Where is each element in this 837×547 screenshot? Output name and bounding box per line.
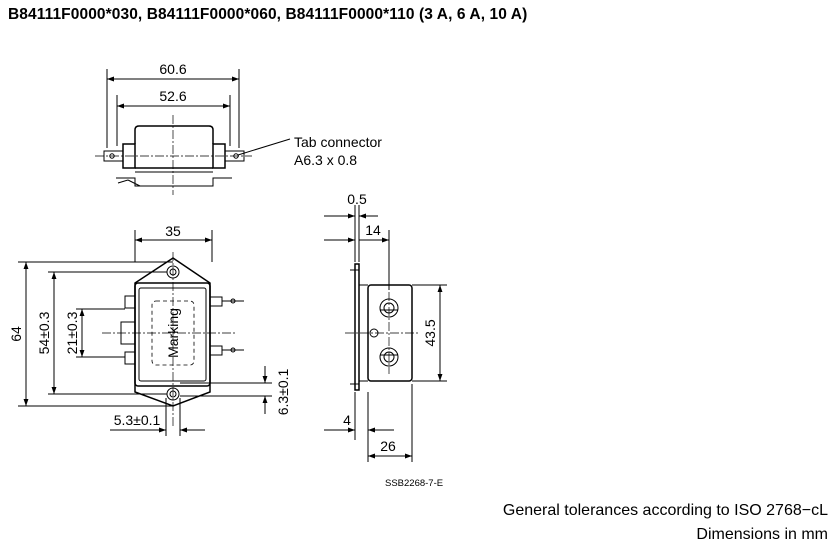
dim-60-6: 60.6 xyxy=(159,61,186,77)
dim-54: 54±0.3 xyxy=(36,311,52,354)
dim-43-5: 43.5 xyxy=(422,319,438,346)
dim-64: 64 xyxy=(8,326,24,342)
mounting-plate xyxy=(354,263,360,391)
dim-26: 26 xyxy=(380,438,396,454)
page-title: B84111F0000*030, B84111F0000*060, B84111… xyxy=(8,6,528,23)
tab-connector-label: Tab connector xyxy=(294,134,382,150)
units-note: Dimensions in mm xyxy=(696,526,828,543)
tolerance-note: General tolerances according to ISO 2768… xyxy=(502,502,828,519)
right-tab xyxy=(224,150,245,162)
top-view: 60.6 52.6 Tab connector A6.3 x 0.8 xyxy=(95,61,382,195)
dim-5-3: 5.3±0.1 xyxy=(114,412,161,428)
dim-6-3: 6.3±0.1 xyxy=(275,368,291,415)
dim-14: 14 xyxy=(365,222,381,238)
front-view: 35 Marking 64 xyxy=(8,223,291,436)
dim-52-6: 52.6 xyxy=(159,88,186,104)
right-connectors xyxy=(209,296,244,356)
dim-0-5: 0.5 xyxy=(347,191,367,207)
tab-connector-spec: A6.3 x 0.8 xyxy=(294,152,357,168)
dim-35: 35 xyxy=(165,223,181,239)
drawing-id: SSB2268-7-E xyxy=(385,478,443,489)
top-view-body xyxy=(134,125,214,144)
side-view: 0.5 14 43.5 4 26 xyxy=(324,191,447,462)
dim-4: 4 xyxy=(343,412,351,428)
notes: General tolerances according to ISO 2768… xyxy=(503,499,828,547)
dim-21: 21±0.3 xyxy=(64,311,80,354)
